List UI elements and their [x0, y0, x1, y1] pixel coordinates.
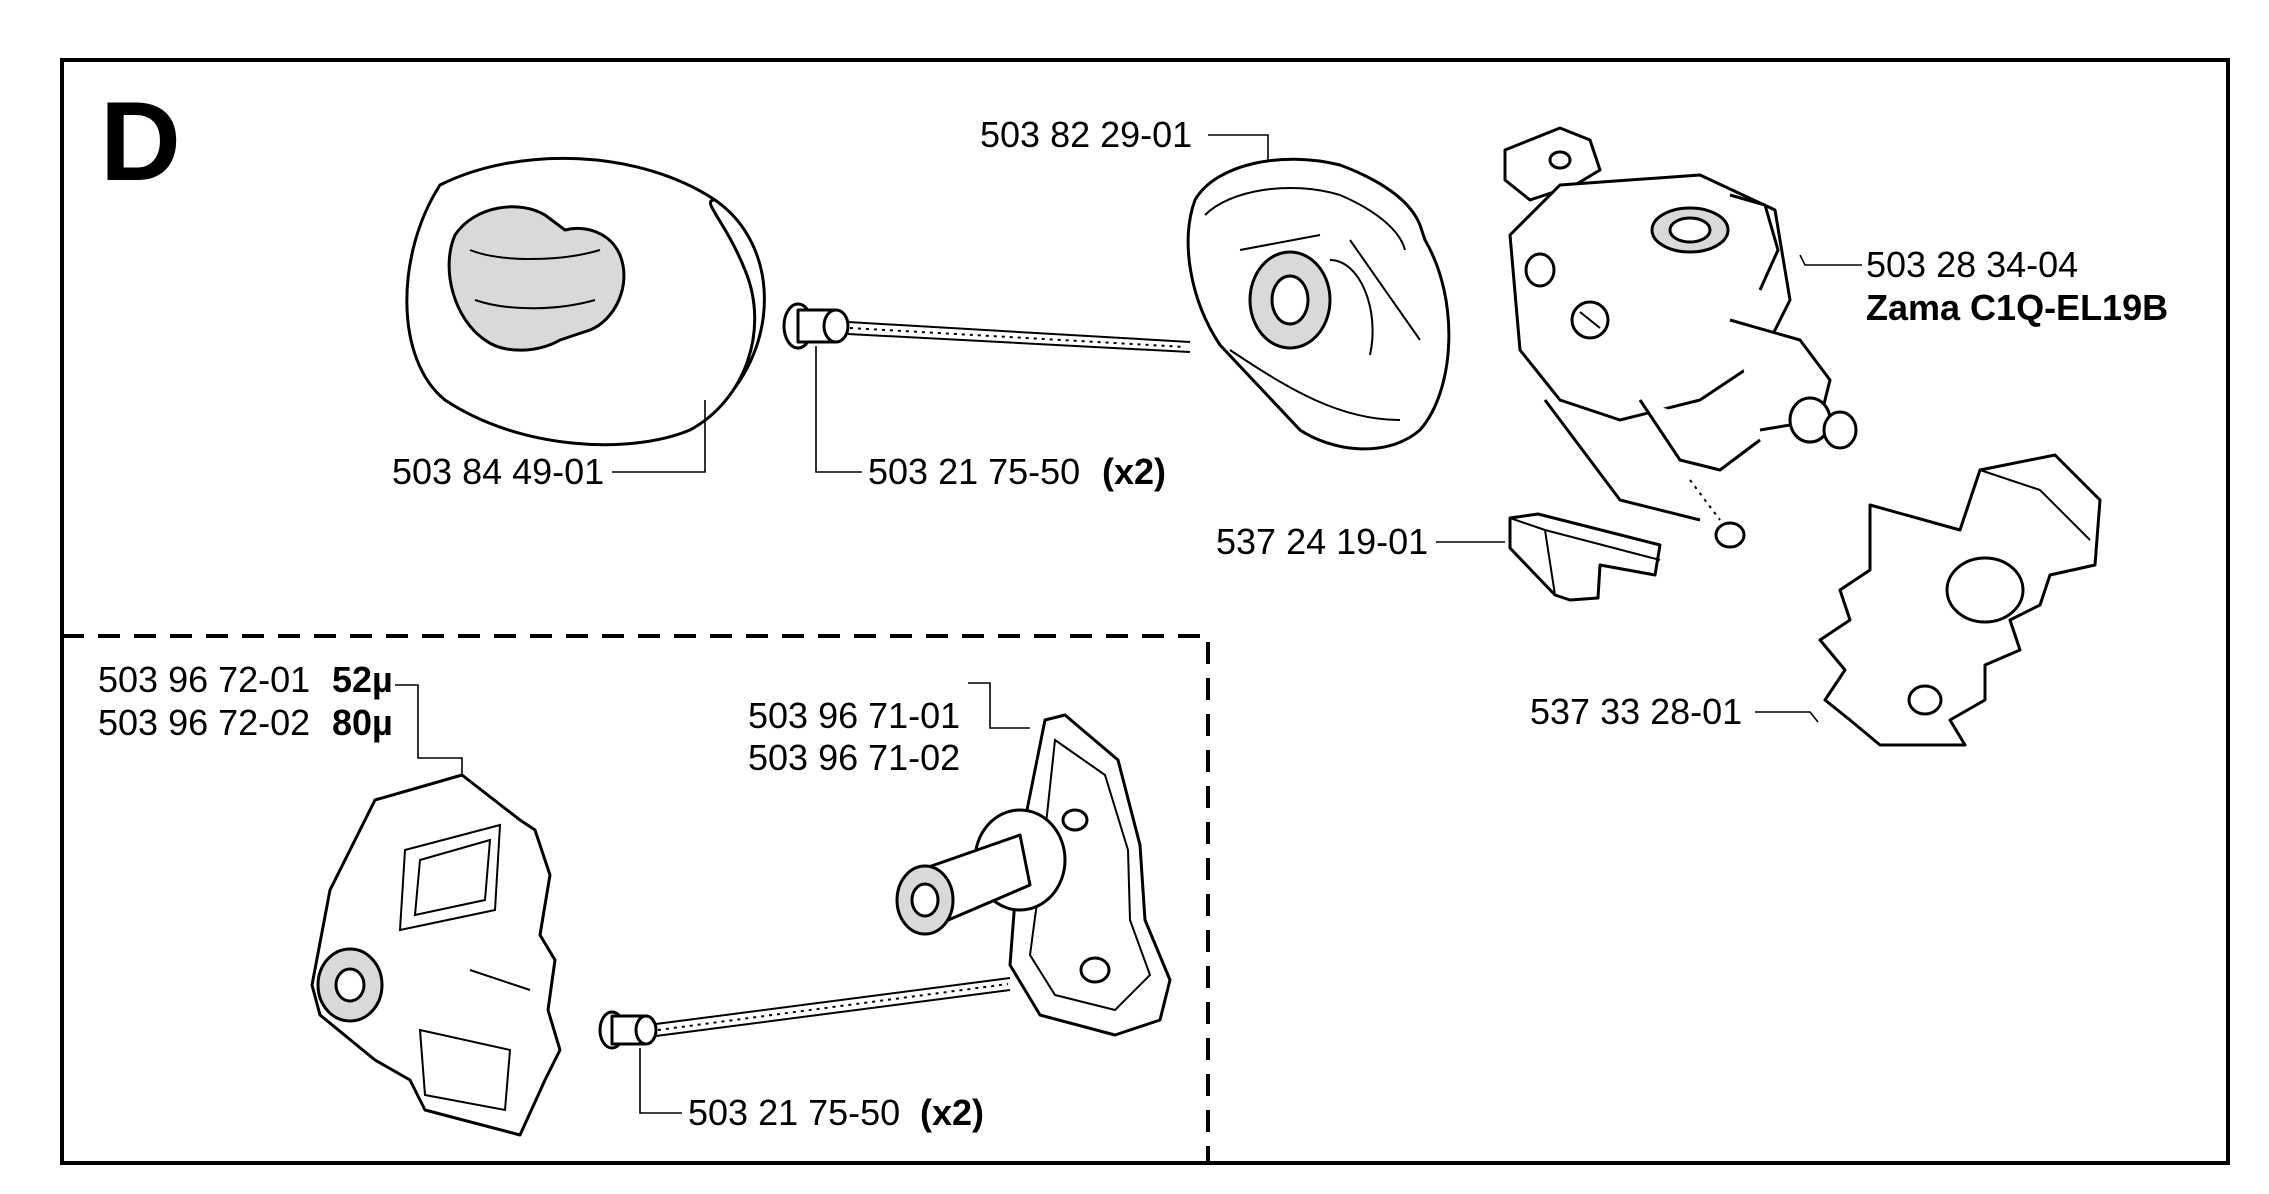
screw-bottom-drawing	[598, 977, 1011, 1050]
screw-top-quantity: (x2)	[1102, 451, 1166, 492]
filter-52-size: 52µ	[332, 659, 393, 700]
gasket-part-number: 537 33 28-01	[1530, 691, 1742, 732]
screw-top-part-number: 503 21 75-50	[868, 451, 1080, 492]
filter-80-size: 80µ	[332, 702, 393, 743]
filter-plate-drawing	[310, 773, 562, 1137]
holder-1-part-number: 503 96 71-01	[748, 695, 960, 736]
spacer-block-part-number: 537 24 19-01	[1216, 521, 1428, 562]
filter-52-part-number: 503 96 72-01	[98, 659, 310, 700]
air-filter-drawing	[405, 156, 766, 447]
screw-top-leader	[815, 346, 862, 473]
spacer-block-drawing	[1508, 512, 1662, 602]
carburetor-model: Zama C1Q-EL19B	[1866, 287, 2168, 328]
carb-cover-part-number: 503 82 29-01	[980, 114, 1192, 155]
filter-80-part-number: 503 96 72-02	[98, 702, 310, 743]
carb-cover-drawing	[1186, 157, 1451, 451]
diagram-frame	[60, 58, 2230, 1165]
screw-bottom-leader	[639, 1048, 682, 1114]
filter-plate-leader	[395, 684, 463, 775]
screw-bottom-quantity: (x2)	[920, 1092, 984, 1133]
filter-holder-leader	[968, 682, 1030, 729]
carburetor-drawing	[1503, 126, 1858, 549]
gasket-leader	[1755, 711, 1819, 723]
carburetor-leader	[1799, 254, 1862, 266]
screw-bottom-part-number: 503 21 75-50	[688, 1092, 900, 1133]
filter-holder-drawing	[895, 713, 1172, 1037]
air-filter-leader	[612, 400, 706, 473]
alternative-parts-box	[62, 634, 1210, 1163]
carburetor-part-number: 503 28 34-04	[1866, 244, 2078, 285]
carb-cover-leader	[1208, 134, 1269, 162]
section-letter: D	[100, 79, 181, 204]
holder-2-part-number: 503 96 71-02	[748, 737, 960, 778]
gasket-drawing	[1818, 453, 2102, 747]
screw-top-drawing	[782, 302, 1191, 353]
air-filter-part-number: 503 84 49-01	[392, 451, 604, 492]
